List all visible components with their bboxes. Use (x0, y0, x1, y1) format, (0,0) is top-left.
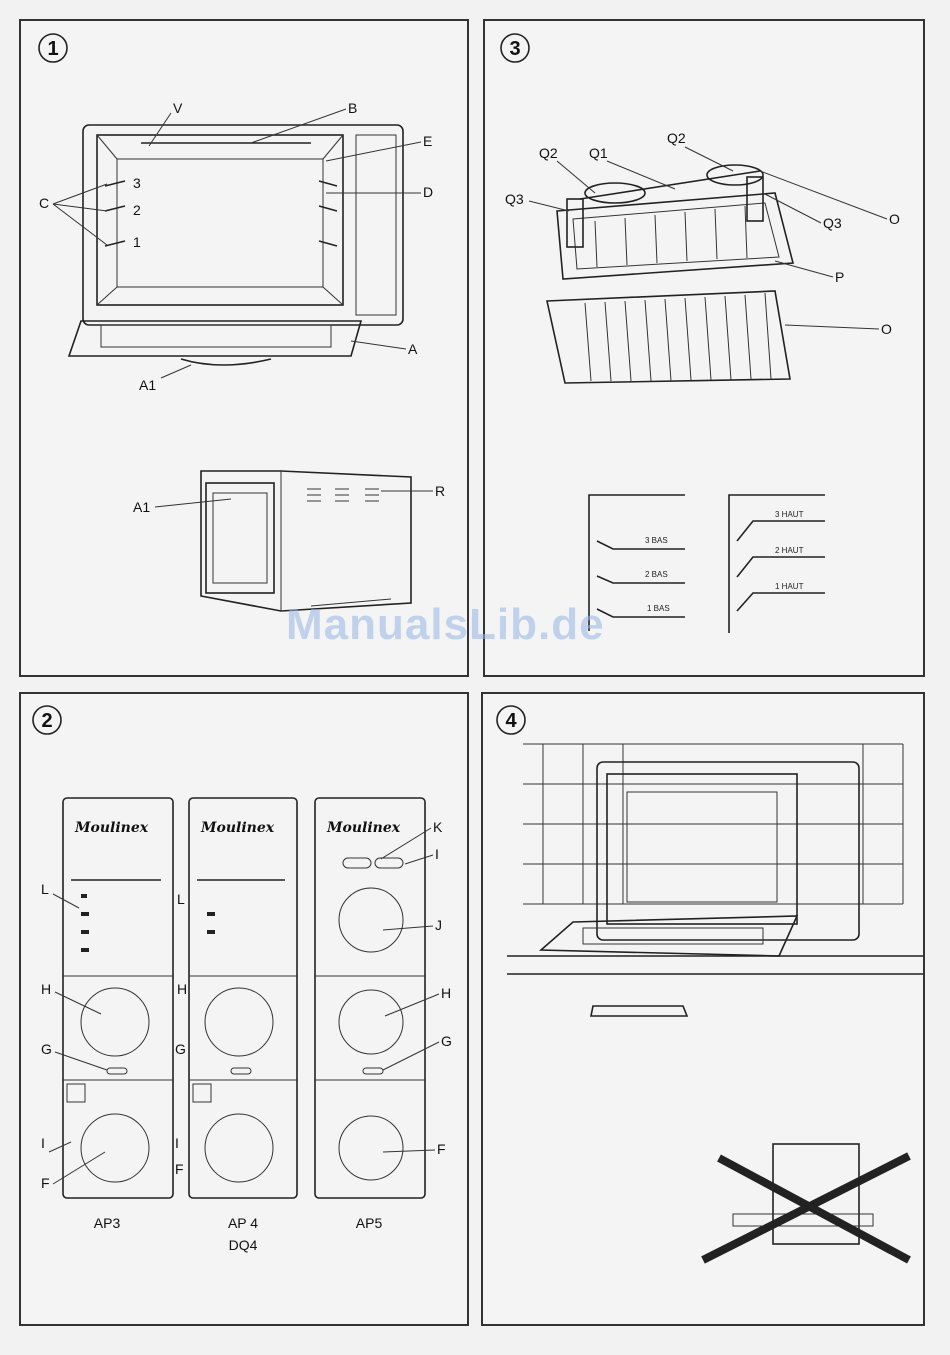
label-A1-closed: A1 (133, 499, 150, 515)
countertop (507, 956, 923, 1016)
panel-2-control-panels: 2 Moulinex L H G I F AP3 (19, 692, 469, 1326)
panel-3-figure: 3 Q2 Q1 Q2 Q3 Q3 (485, 21, 927, 679)
brand-ap5: Moulinex (326, 820, 401, 836)
label-H-ap5: H (441, 985, 451, 1001)
drip-tray-with-spit (557, 165, 793, 279)
control-strip-ap3 (63, 798, 173, 1198)
label-H-ap4: H (177, 981, 187, 997)
panel-1-figure: 1 V B E D C (21, 21, 471, 679)
label-P: P (835, 269, 844, 285)
label-O-bottom: O (881, 321, 892, 337)
shelf-level-1: 1 (133, 234, 141, 250)
control-strip-ap4 (189, 798, 297, 1198)
label-K: K (433, 819, 443, 835)
label-D: D (423, 184, 433, 200)
haut-2: 2 HAUT (775, 546, 804, 555)
shelf-level-3: 3 (133, 175, 141, 191)
shelf-level-2: 2 (133, 202, 141, 218)
label-F-ap5: F (437, 1141, 446, 1157)
label-R: R (435, 483, 445, 499)
label-A: A (408, 341, 418, 357)
watermark: ManualsLib.de (286, 600, 605, 650)
panel-4-installation: 4 (481, 692, 925, 1326)
label-Q3-right: Q3 (823, 215, 842, 231)
oven-closed-illustration (201, 471, 411, 611)
wire-rack (547, 291, 790, 383)
label-Q1: Q1 (589, 145, 608, 161)
label-V: V (173, 100, 183, 116)
label-L-ap4: L (177, 891, 185, 907)
label-J: J (435, 917, 442, 933)
haut-1: 1 HAUT (775, 582, 804, 591)
label-F-ap4: F (175, 1161, 184, 1177)
panel-2-number: 2 (41, 710, 52, 732)
label-I-ap5: I (435, 846, 439, 862)
brand-ap3: Moulinex (74, 820, 149, 836)
panel-2-figure: 2 Moulinex L H G I F AP3 (21, 694, 471, 1328)
label-O-top: O (889, 211, 900, 227)
label-I-ap4: I (175, 1135, 179, 1151)
label-C: C (39, 195, 49, 211)
label-F-ap3: F (41, 1175, 50, 1191)
model-dq4: DQ4 (229, 1237, 258, 1253)
do-not-install-in-cabinet (703, 1144, 909, 1260)
model-ap3: AP3 (94, 1215, 121, 1231)
oven-front-illustration (69, 125, 403, 365)
panel-1-number: 1 (47, 38, 58, 60)
label-A1: A1 (139, 377, 156, 393)
panel-4-figure: 4 (483, 694, 927, 1328)
label-I-ap3: I (41, 1135, 45, 1151)
label-E: E (423, 133, 432, 149)
label-G-ap4: G (175, 1041, 186, 1057)
bas-1: 1 BAS (647, 604, 670, 613)
panel-3-number: 3 (509, 38, 520, 60)
label-G-ap5: G (441, 1033, 452, 1049)
panel-3-spit-and-racks: 3 Q2 Q1 Q2 Q3 Q3 (483, 19, 925, 677)
panel-1-oven-parts: 1 V B E D C (19, 19, 469, 677)
brand-ap4: Moulinex (200, 820, 275, 836)
label-H-ap3: H (41, 981, 51, 997)
label-Q2-right: Q2 (667, 130, 686, 146)
bas-2: 2 BAS (645, 570, 668, 579)
model-ap4: AP 4 (228, 1215, 258, 1231)
panel-4-number: 4 (505, 710, 517, 732)
label-B: B (348, 100, 357, 116)
label-L-ap3: L (41, 881, 49, 897)
bas-3: 3 BAS (645, 536, 668, 545)
haut-3: 3 HAUT (775, 510, 804, 519)
wall-tiles (523, 744, 903, 904)
model-ap5: AP5 (356, 1215, 383, 1231)
label-Q2-left: Q2 (539, 145, 558, 161)
label-Q3-left: Q3 (505, 191, 524, 207)
oven-on-counter (541, 762, 859, 956)
control-strip-ap5 (315, 798, 425, 1198)
label-G-ap3: G (41, 1041, 52, 1057)
